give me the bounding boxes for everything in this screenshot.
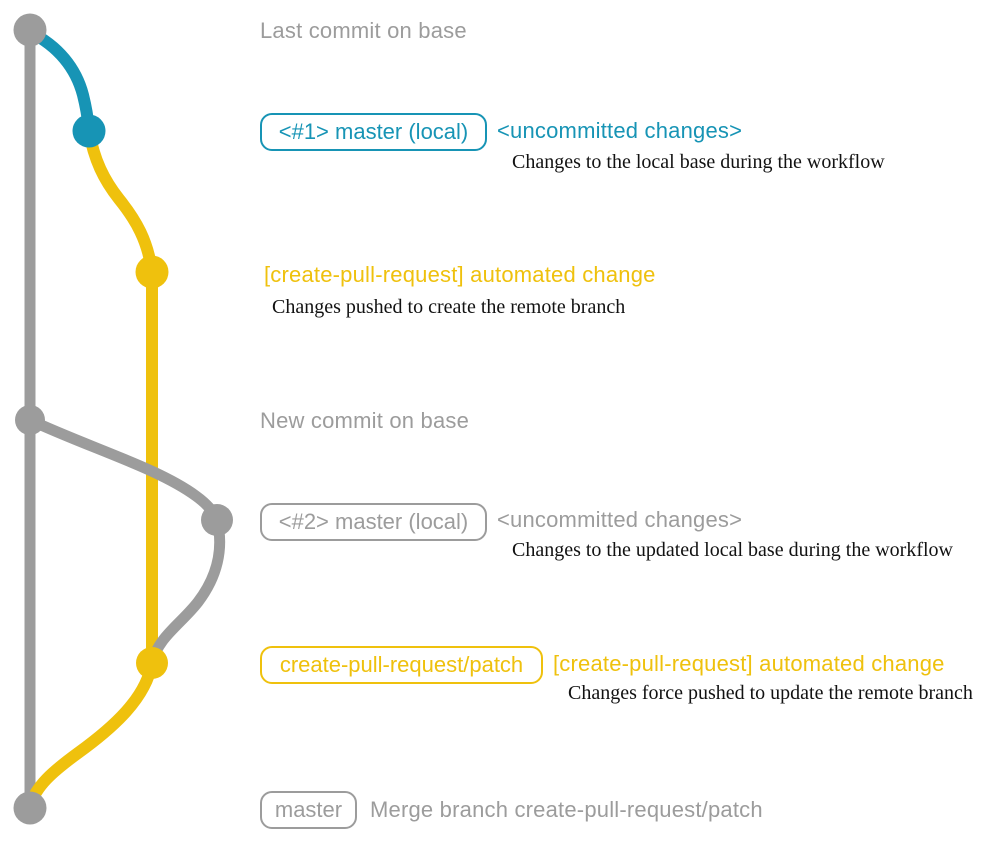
git-graph xyxy=(13,13,233,825)
label-last-commit-on-base: Last commit on base xyxy=(260,18,467,43)
label-merge-commit: Merge branch create-pull-request/patch xyxy=(370,797,763,822)
label-new-commit-on-base: New commit on base xyxy=(260,408,470,433)
annotation-desc-uncommitted-1: Changes to the local base during the wor… xyxy=(512,151,885,173)
uncommitted-branch-line-1 xyxy=(24,26,95,137)
new-base-branch-line xyxy=(24,414,223,526)
annotation-desc-automated-1: Changes pushed to create the remote bran… xyxy=(272,296,626,318)
annotation-title-uncommitted-1: <uncommitted changes> xyxy=(497,118,743,143)
branch-badge-patch: create-pull-request/patch xyxy=(260,646,543,684)
branch-badge-label: master xyxy=(274,797,343,822)
commit-dot-automated-1 xyxy=(135,255,169,289)
annotation-title-uncommitted-2: <uncommitted changes> xyxy=(497,507,743,532)
commit-dot-uncommitted-2 xyxy=(201,504,233,536)
branch-badge-label: <#2> master (local) xyxy=(278,509,469,534)
branch-badge-master: master xyxy=(260,791,357,829)
uncommitted-branch-line-2 xyxy=(146,514,226,669)
branch-badge-master-local-2: <#2> master (local) xyxy=(260,503,487,541)
annotation-desc-uncommitted-2: Changes to the updated local base during… xyxy=(512,539,953,561)
annotation-desc-automated-2: Changes force pushed to update the remot… xyxy=(568,682,973,704)
merge-branch-line xyxy=(24,657,158,812)
annotation-title-automated-1: [create-pull-request] automated change xyxy=(264,262,656,287)
commit-dot-automated-2 xyxy=(136,647,168,679)
branch-badge-master-local-1: <#1> master (local) xyxy=(260,113,487,151)
commit-dot-uncommitted-1 xyxy=(72,114,106,148)
branch-badge-label: create-pull-request/patch xyxy=(279,652,524,677)
commit-dot-new-base xyxy=(15,405,45,435)
commit-dot-merge xyxy=(13,791,47,825)
commit-dot-last-base xyxy=(13,13,47,47)
annotation-title-automated-2: [create-pull-request] automated change xyxy=(553,651,945,676)
automated-branch-line xyxy=(83,125,158,278)
branch-badge-label: <#1> master (local) xyxy=(278,119,469,144)
